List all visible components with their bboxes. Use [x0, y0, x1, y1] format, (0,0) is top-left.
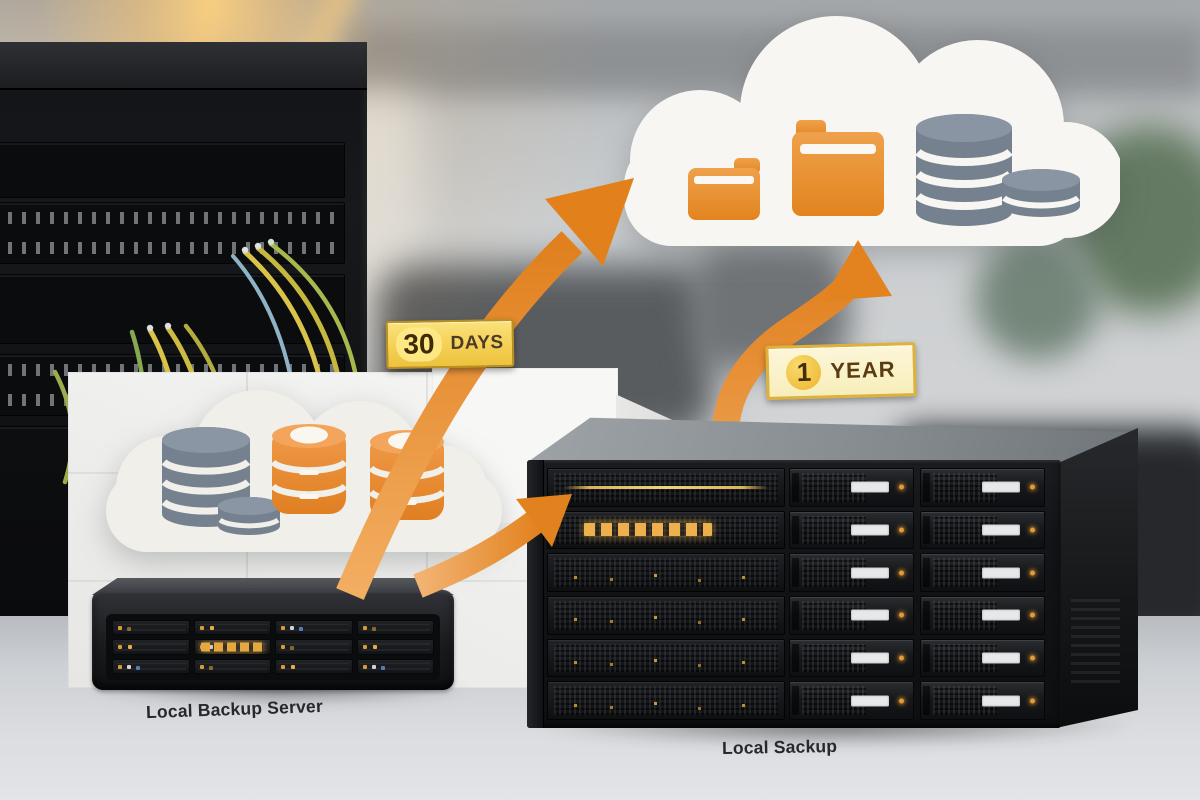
storage-panel [547, 510, 785, 550]
folder-small-icon [688, 158, 760, 220]
storage-panel [547, 553, 785, 593]
badge-number: 30 [396, 327, 442, 362]
drive-tray [789, 468, 914, 507]
folder-large-icon [792, 120, 884, 216]
server-module [356, 639, 434, 655]
server-module [112, 639, 190, 655]
led-strip [564, 485, 768, 489]
badge-unit: YEAR [830, 356, 896, 384]
storage-panel [547, 638, 785, 678]
database-disc-gray-icon [218, 497, 280, 535]
server-module [275, 639, 353, 655]
drive-tray [789, 681, 914, 721]
server-module [193, 658, 271, 674]
local-backup-cloud [106, 390, 502, 552]
badge-unit: DAYS [450, 332, 504, 354]
port-row [0, 242, 336, 254]
server-module [275, 658, 353, 674]
caption-local-storage: Local Sackup [721, 735, 838, 759]
local-backup-server [92, 578, 454, 690]
drive-tray [920, 681, 1045, 721]
server-module [112, 620, 190, 636]
drive-tray [920, 638, 1045, 678]
drive-tray [789, 510, 914, 550]
drive-tray [920, 468, 1045, 507]
drive-tray [920, 510, 1045, 550]
server-module [356, 620, 434, 636]
drive-column [920, 468, 1045, 721]
rack-panel [0, 142, 345, 198]
storage-left-section [547, 468, 785, 721]
rack-patch-panel [0, 202, 345, 264]
led-dots [574, 703, 577, 707]
led-dots [574, 618, 577, 622]
badge-number: 1 [785, 354, 822, 390]
database-stack-orange-icon [368, 430, 446, 520]
port-row [0, 212, 336, 224]
retention-badge-30-days: 30 DAYS [385, 318, 515, 370]
led-dots [574, 660, 577, 664]
drive-tray [920, 553, 1045, 593]
rack-top-rail [0, 42, 367, 90]
server-module [275, 620, 353, 636]
storage-panel [547, 681, 785, 721]
storage-array [527, 460, 1061, 728]
drive-tray [789, 638, 914, 678]
server-module [112, 658, 190, 674]
cloud-storage [624, 16, 1120, 246]
storage-side-face [1056, 428, 1138, 728]
database-stack-orange-icon [270, 424, 348, 514]
server-body [92, 590, 454, 690]
storage-panel [547, 468, 785, 507]
server-module [356, 658, 434, 674]
database-disc-gray-icon [1002, 169, 1080, 217]
server-front-panel [106, 614, 440, 680]
storage-panel [547, 596, 785, 635]
drive-tray [789, 596, 914, 635]
server-module [193, 620, 271, 636]
led-display [584, 523, 712, 537]
retention-badge-1-year: 1 YEAR [765, 342, 917, 400]
drive-tray [789, 553, 914, 593]
drive-column [789, 468, 914, 721]
database-stack-gray-icon [915, 114, 1013, 226]
led-dots [574, 575, 577, 579]
storage-drive-bays [789, 468, 1045, 721]
drive-tray [920, 596, 1045, 635]
server-module-display [193, 639, 271, 655]
